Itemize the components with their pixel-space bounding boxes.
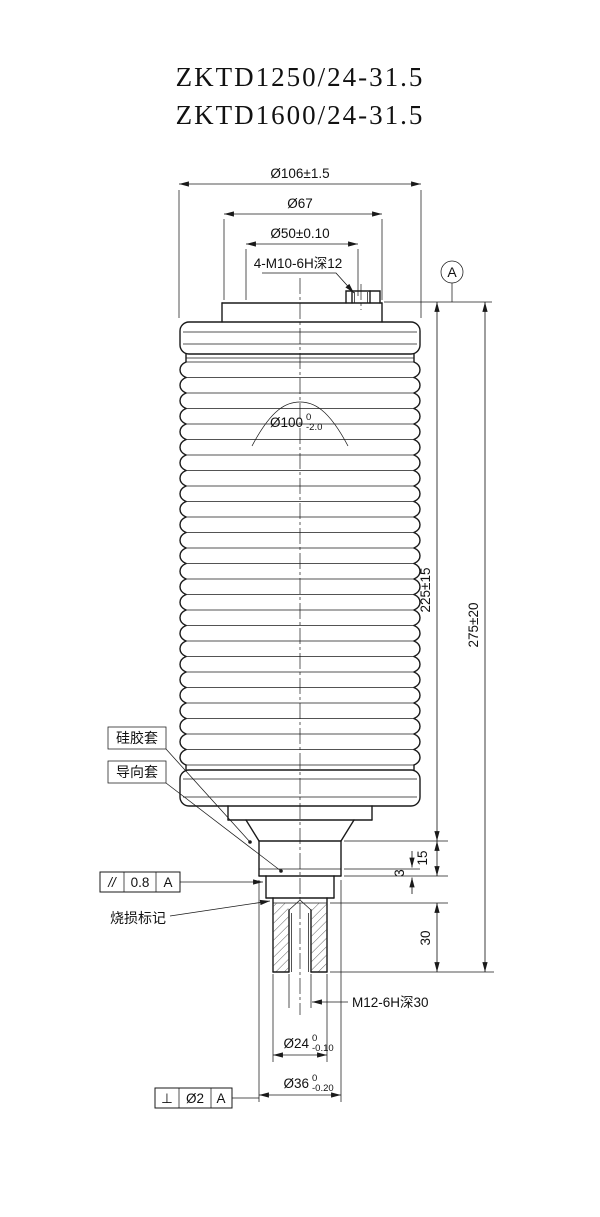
perpendicularity-datum: A	[216, 1091, 225, 1106]
dim-stem-thread: M12-6H深30	[288, 974, 429, 1010]
dim-bolt-circle: Ø50±0.10	[245, 226, 359, 300]
dim-text-mounting-holes: 4-M10-6H深12	[254, 256, 343, 271]
dim-cap-diameter: Ø67	[223, 196, 383, 300]
dim-text-rod-diameter: Ø24	[283, 1036, 309, 1051]
leader-dot	[248, 840, 252, 844]
dim-body-diameter: Ø100 0 -2.0	[251, 401, 349, 447]
dim-rod-diameter: Ø24 0 -0.10	[272, 974, 334, 1062]
section-hatch-right	[311, 903, 327, 972]
datum-a-label: A	[447, 264, 457, 280]
parallelism-icon: //	[107, 875, 117, 890]
parallelism-datum: A	[163, 875, 172, 890]
dim-text-rod-dia-tol-upper: 0	[312, 1033, 317, 1044]
leader-dot	[279, 869, 283, 873]
dim-overall-diameter: Ø106±1.5	[178, 166, 422, 318]
dim-text-body-dia-tol-upper: 0	[306, 412, 311, 423]
dim-text-bolt-circle: Ø50±0.10	[270, 226, 329, 241]
dim-text-sleeve-dia-tol-lower: -0.20	[312, 1083, 334, 1094]
parallelism-value: 0.8	[131, 875, 150, 890]
dim-text-body-dia-tol-lower: -2.0	[306, 422, 322, 433]
perpendicularity-value: Ø2	[186, 1091, 204, 1106]
model-title-line1: ZKTD1250/24-31.5	[176, 62, 425, 92]
fcf-perpendicularity: ⊥ Ø2 A	[154, 1087, 259, 1109]
label-guide-sleeve: 导向套	[107, 760, 283, 873]
dim-sleeve-diameter: Ø36 0 -0.20	[258, 880, 342, 1102]
dim-text-cap-diameter: Ø67	[287, 196, 313, 211]
interrupter-body	[179, 284, 421, 973]
dim-text-sleeve-diameter: Ø36	[283, 1076, 309, 1091]
label-text-burn-mark: 烧损标记	[110, 910, 166, 926]
dim-right-stack: 225±15 15 3 30 275±20	[330, 302, 494, 973]
dim-text-body-length: 225±15	[418, 568, 433, 613]
label-silicone-sleeve: 硅胶套	[107, 726, 252, 844]
dim-text-sleeve-dia-tol-upper: 0	[312, 1073, 317, 1084]
dim-text-sleeve-length: 15	[415, 850, 430, 865]
label-burn-mark: 烧损标记	[110, 899, 271, 926]
model-title-line2: ZKTD1600/24-31.5	[176, 100, 425, 130]
label-text-guide-sleeve: 导向套	[116, 764, 158, 780]
dim-text-body-diameter: Ø100	[270, 415, 303, 430]
dim-text-step: 3	[392, 869, 407, 877]
label-text-silicone-sleeve: 硅胶套	[116, 730, 158, 746]
perpendicularity-icon: ⊥	[161, 1091, 173, 1106]
dim-text-overall-length: 275±20	[466, 603, 481, 648]
fcf-parallelism: // 0.8 A	[99, 871, 263, 893]
dim-text-rod-dia-tol-lower: -0.10	[312, 1043, 334, 1054]
dim-text-stem-length: 30	[418, 930, 433, 945]
dim-text-stem-thread: M12-6H深30	[352, 995, 429, 1010]
datum-a: A	[384, 260, 492, 303]
dim-text-overall-diameter: Ø106±1.5	[270, 166, 329, 181]
dim-mounting-holes: 4-M10-6H深12	[254, 256, 355, 294]
section-hatch-left	[273, 903, 289, 972]
